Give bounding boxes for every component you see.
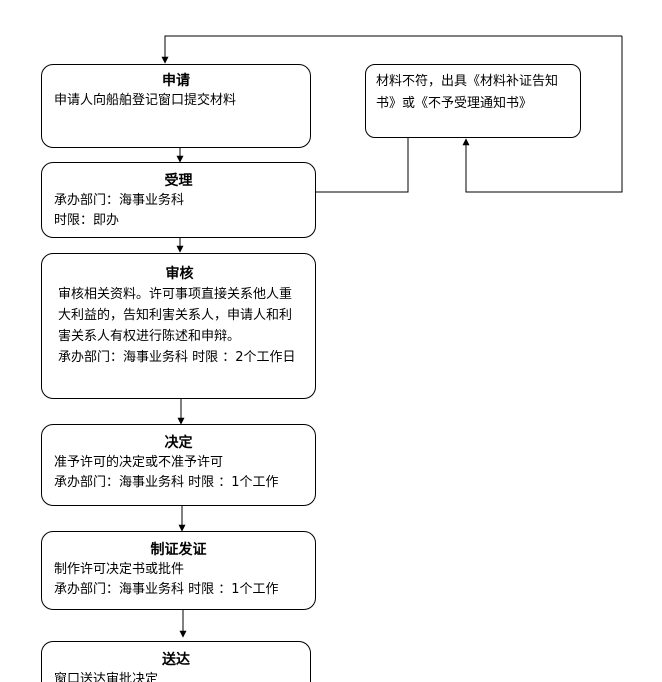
rejection-note: 材料不符，出具《材料补证告知书》或《不予受理通知书》 <box>365 64 581 138</box>
connector-loop-to-note <box>462 36 623 193</box>
step-apply: 申请 申请人向船舶登记窗口提交材料 <box>41 64 311 148</box>
step-review-desc: 审核相关资料。许可事项直接关系他人重大利益的，告知利害关系人，申请人和利害关系人… <box>58 287 293 344</box>
step-review: 审核 审核相关资料。许可事项直接关系他人重大利益的，告知利害关系人，申请人和利害… <box>41 253 316 399</box>
step-review-title: 审核 <box>165 266 194 282</box>
step-accept-time: 时限：即办 <box>54 213 120 228</box>
step-decide-dept-time: 承办部门：海事业务科 时限 ：1个工作 <box>54 475 279 490</box>
step-deliver-text: 窗口送达审批决定 <box>54 672 159 682</box>
step-decide-title: 决定 <box>164 435 193 451</box>
step-issue-desc: 制作许可决定书或批件 <box>54 562 185 577</box>
step-issue-title: 制证发证 <box>150 542 207 558</box>
step-review-dept-time: 承办部门：海事业务科 时限 ：2个工作日 <box>58 350 296 365</box>
step-issue: 制证发证 制作许可决定书或批件 承办部门：海事业务科 时限 ：1个工作 <box>41 531 316 610</box>
step-apply-title: 申请 <box>162 73 190 89</box>
connector-accept-to-note <box>316 138 409 193</box>
step-decide-desc: 准予许可的决定或不准予许可 <box>54 455 224 470</box>
connector-loop-to-apply <box>161 35 622 64</box>
step-deliver-title: 送达 <box>162 652 190 668</box>
step-accept-title: 受理 <box>164 173 193 189</box>
rejection-note-text: 材料不符，出具《材料补证告知书》或《不予受理通知书》 <box>376 74 559 111</box>
step-accept: 受理 承办部门：海事业务科 时限：即办 <box>41 162 316 238</box>
step-apply-text: 申请人向船舶登记窗口提交材料 <box>54 93 237 108</box>
step-decide: 决定 准予许可的决定或不准予许可 承办部门：海事业务科 时限 ：1个工作 <box>41 424 316 506</box>
step-issue-dept-time: 承办部门：海事业务科 时限 ：1个工作 <box>54 582 279 597</box>
step-deliver: 送达 窗口送达审批决定 <box>41 641 311 682</box>
step-accept-dept: 承办部门：海事业务科 <box>54 193 185 208</box>
